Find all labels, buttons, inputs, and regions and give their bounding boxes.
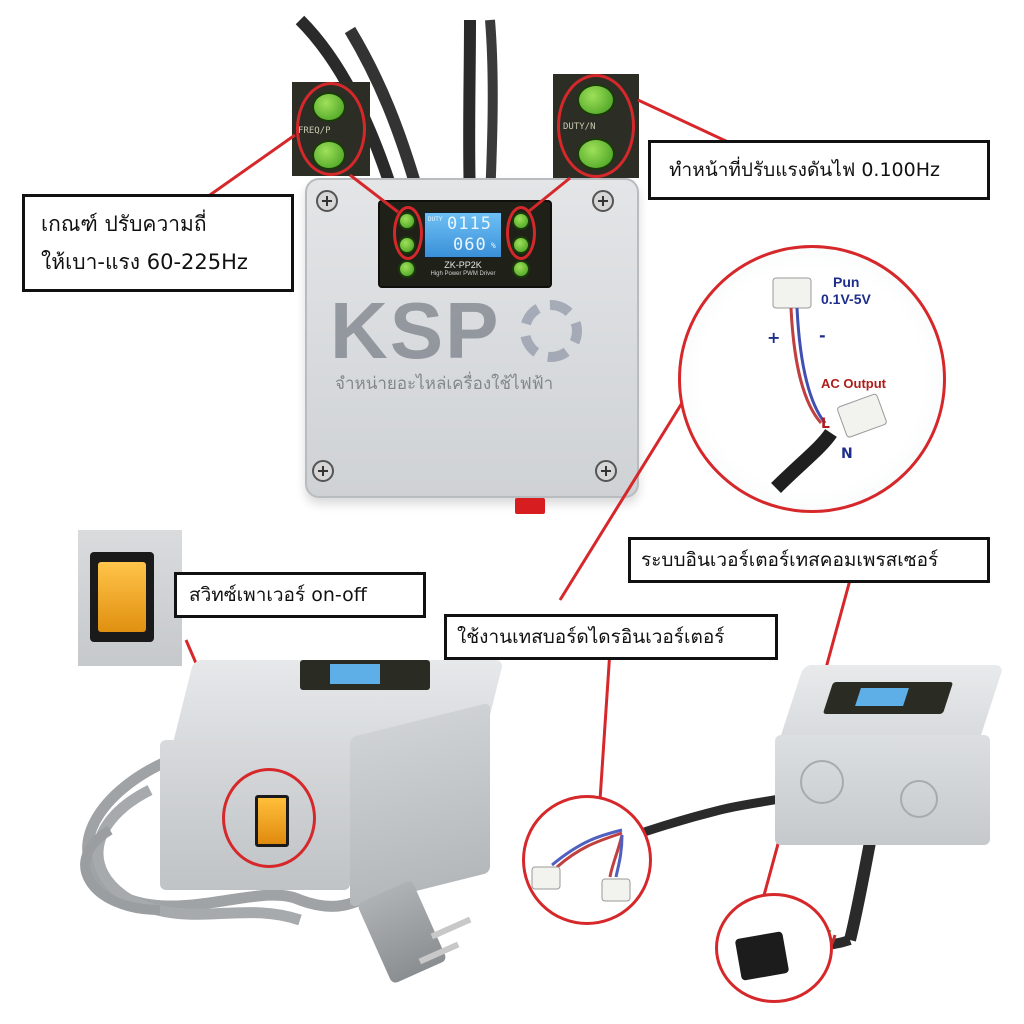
gear-icon [520, 300, 582, 362]
pwm-title: Pun [833, 274, 860, 290]
inverter-board-callout: ใช้งานเทสบอร์ดไดรอินเวอร์เตอร์ [444, 614, 778, 660]
pwm-range: 0.1V-5V [821, 291, 871, 307]
switch-callout: สวิทซ์เพาเวอร์ on-off [174, 572, 426, 618]
screw-icon [312, 460, 334, 482]
freq-callout-line1: เกณฑ์ ปรับความถี่ [41, 212, 207, 236]
ok-button[interactable] [512, 260, 530, 278]
screw-icon [592, 190, 614, 212]
l-label: L [821, 416, 830, 432]
right-box-port [900, 780, 938, 818]
left-box-lcd [330, 664, 380, 684]
minus-label: - [819, 326, 826, 345]
right-box-lcd [855, 688, 909, 706]
screw-icon [316, 190, 338, 212]
duty-buttons-zoom: DUTY/N [553, 74, 639, 178]
n-label: N [841, 446, 853, 462]
connector-wires [771, 277, 887, 493]
duty-highlight-ring [506, 206, 536, 260]
right-box-port [800, 760, 844, 804]
power-switch-zoom [98, 562, 146, 632]
left-box-side [350, 702, 490, 908]
switch-zoom-thumbnail [78, 530, 182, 666]
lcd-display: DUTY 0115 060 % [424, 212, 502, 258]
switch-icon [515, 498, 545, 514]
compressor-plug [734, 931, 790, 981]
board-connector-ring [522, 795, 652, 925]
compressor-callout: ระบบอินเวอร์เตอร์เทสคอมเพรสเซอร์ [628, 537, 990, 583]
duty-callout: ทำหน้าที่ปรับแรงดันไฟ 0.100Hz [648, 140, 990, 200]
switch-highlight-ring [222, 768, 316, 868]
watermark-tagline: จำหน่ายอะไหล่เครื่องใช้ไฟฟ้า [335, 374, 554, 394]
inverter-board-callout-text: ใช้งานเทสบอร์ดไดรอินเวอร์เตอร์ [457, 626, 725, 648]
model-label: ZK-PP2K [444, 260, 482, 270]
ac-output-label: AC Output [821, 376, 886, 391]
screw-icon [595, 460, 617, 482]
plus-label: + [767, 328, 781, 347]
freq-zoom-ring [296, 82, 366, 176]
freq-buttons-zoom: FREQ/P [292, 82, 370, 176]
duty-zoom-ring [557, 74, 635, 178]
duty-callout-text: ทำหน้าที่ปรับแรงดันไฟ 0.100Hz [669, 159, 940, 181]
freq-callout: เกณฑ์ ปรับความถี่ ให้เบา-แรง 60-225Hz [22, 194, 294, 292]
compressor-callout-text: ระบบอินเวอร์เตอร์เทสคอมเพรสเซอร์ [641, 549, 939, 571]
freq-callout-line2: ให้เบา-แรง 60-225Hz [41, 250, 248, 274]
connector-detail-circle: Pun 0.1V-5V + - AC Output L N [678, 245, 946, 513]
lcd-bottom-value: 060 [453, 235, 487, 255]
board-connector-wires [531, 828, 631, 902]
switch-callout-text: สวิทซ์เพาเวอร์ on-off [189, 584, 367, 606]
lcd-top-value: 0115 [447, 214, 492, 234]
watermark-brand: KSP [330, 286, 501, 375]
freq-highlight-ring [393, 206, 423, 260]
model-subtitle: High Power PWM Driver [430, 271, 496, 277]
lcd-duty-label: DUTY [428, 216, 443, 223]
set-button[interactable] [398, 260, 416, 278]
lcd-unit: % [491, 241, 496, 250]
